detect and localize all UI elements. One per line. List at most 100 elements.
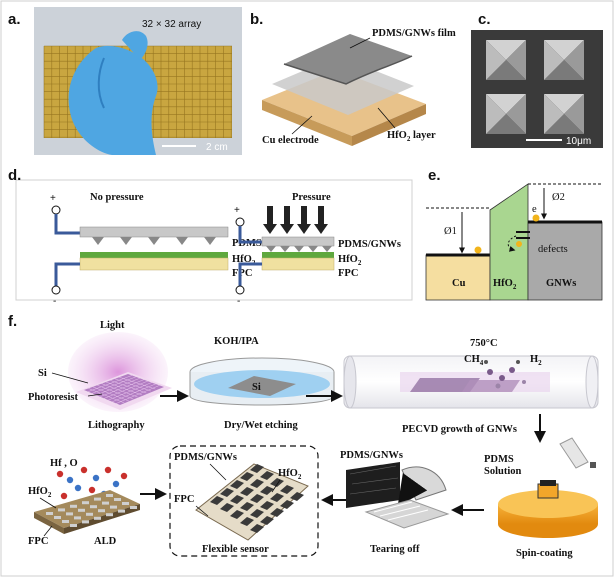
pipette-tip bbox=[590, 462, 596, 468]
ald-pixel bbox=[98, 509, 105, 513]
ald-hfo2-label: HfO2 bbox=[28, 486, 52, 499]
pdms-gnws-film bbox=[284, 34, 412, 84]
wire-top-left bbox=[54, 214, 80, 235]
ald-pixel bbox=[46, 512, 53, 515]
ald-pixel bbox=[82, 520, 89, 524]
pyramid-face bbox=[544, 40, 584, 60]
sensor-hfo2-label: HfO2 bbox=[278, 468, 302, 481]
litho-pattern bbox=[87, 375, 161, 404]
ald-pixel bbox=[94, 516, 101, 520]
pyramid-tip bbox=[120, 237, 132, 245]
sensor-pixel bbox=[250, 464, 264, 473]
litho-line bbox=[103, 380, 149, 399]
ald-pixel bbox=[102, 501, 109, 505]
pyramid-face bbox=[544, 94, 584, 114]
scale-text-a: 2 cm bbox=[206, 142, 228, 153]
precursor-atom bbox=[56, 470, 64, 478]
ald-pixel bbox=[106, 494, 113, 497]
sensor-pixel bbox=[270, 478, 284, 487]
sensor-fpc-leader bbox=[195, 505, 209, 517]
panel-c: c. 10μm bbox=[471, 11, 603, 148]
pyramid-face bbox=[486, 40, 526, 60]
terminal-plus-left bbox=[51, 205, 61, 215]
sensor-pixel bbox=[230, 510, 244, 519]
hfo2-band-label: HfO2 bbox=[493, 278, 517, 291]
fpc-label-left: FPC bbox=[232, 268, 252, 279]
ald-fpc-leader bbox=[43, 525, 53, 537]
gnws-band bbox=[527, 221, 603, 301]
pyramid-face bbox=[544, 60, 584, 80]
litho-line bbox=[114, 378, 151, 392]
pyramid-tip bbox=[294, 246, 304, 252]
sensor-pixel bbox=[260, 486, 274, 495]
pyramid-face bbox=[564, 40, 584, 80]
pecvd-label: PECVD growth of GNWs bbox=[402, 424, 517, 435]
phi2-label: Ø2 bbox=[552, 192, 565, 203]
precursor-atom bbox=[74, 484, 82, 492]
sample-on-chuck bbox=[540, 480, 556, 486]
panel-a: a. 32 × 32 array 2 cm bbox=[8, 7, 242, 156]
sensor-pixel bbox=[210, 496, 224, 505]
glove-finger bbox=[122, 31, 148, 60]
sensor-pixel bbox=[240, 487, 254, 496]
litho-line bbox=[97, 384, 134, 400]
sensor-pixel bbox=[250, 509, 264, 518]
scale-text-c: 10μm bbox=[566, 136, 591, 147]
precursor-atom bbox=[88, 486, 96, 494]
no-pressure-label: No pressure bbox=[90, 192, 144, 203]
cu-electrode-side bbox=[262, 100, 352, 146]
sensor-pixel bbox=[260, 471, 274, 480]
litho-line bbox=[88, 388, 125, 404]
pyramid-face bbox=[486, 94, 526, 114]
wire-top-right bbox=[238, 226, 262, 244]
terminal-minus-left bbox=[51, 285, 61, 295]
hfo2-layer-label: HfO2 layer bbox=[387, 130, 436, 143]
plus-right: + bbox=[234, 205, 240, 216]
pressure-label: Pressure bbox=[292, 192, 331, 203]
blue-glove bbox=[68, 45, 158, 156]
pyramid-tip bbox=[204, 237, 216, 245]
panel-d-box bbox=[15, 179, 413, 301]
ald-pixel bbox=[74, 516, 81, 520]
panel-f-label: f. bbox=[8, 313, 17, 330]
tube-end-right bbox=[585, 355, 599, 409]
peeled-film bbox=[364, 499, 450, 529]
wire-bottom-right bbox=[238, 262, 262, 286]
precursor-atom bbox=[80, 466, 88, 474]
ald-pixel bbox=[78, 508, 85, 512]
gnws-sem-inset bbox=[346, 462, 400, 508]
panel-b-label: b. bbox=[250, 11, 263, 28]
sample-boat-2 bbox=[462, 380, 520, 392]
pyramid-face bbox=[486, 60, 526, 80]
ald-pixel bbox=[106, 513, 113, 517]
gnws-label: GNWs bbox=[546, 278, 576, 289]
tube-end-left bbox=[343, 355, 357, 409]
sample-boat bbox=[410, 378, 480, 392]
fpc-layer-left bbox=[79, 257, 229, 271]
pyramid-face bbox=[544, 94, 564, 134]
sensor-pixel bbox=[240, 502, 254, 511]
panel-d: d. No pressure + - PDMS/GNWs HfO2 FPC Pr… bbox=[8, 167, 413, 307]
panel-f: f. Light Si Photoresist Lithography KOH/… bbox=[8, 313, 599, 559]
sensor-pixel bbox=[230, 495, 244, 504]
precursor-atom bbox=[112, 480, 120, 488]
glove-fold bbox=[97, 57, 105, 109]
pyramid-tip bbox=[266, 246, 276, 252]
ald-pixel bbox=[86, 512, 93, 516]
sensor-box bbox=[169, 445, 319, 557]
tear-arrow bbox=[397, 472, 428, 507]
ald-pixel bbox=[66, 512, 73, 516]
spinner-top bbox=[498, 490, 598, 518]
sensor-pixel-array bbox=[210, 464, 304, 533]
ch4-label: CH4 bbox=[464, 354, 484, 367]
photoresist-label: Photoresist bbox=[28, 392, 78, 403]
sensor-pixel bbox=[220, 503, 234, 512]
photoresist-grid bbox=[84, 374, 164, 405]
plus-left: + bbox=[50, 193, 56, 204]
ald-pixel-array bbox=[46, 494, 137, 527]
film-leader bbox=[349, 37, 371, 49]
sensor-pixel bbox=[240, 517, 254, 526]
hfo2-leader bbox=[377, 107, 396, 129]
precursor-atom bbox=[104, 466, 112, 474]
